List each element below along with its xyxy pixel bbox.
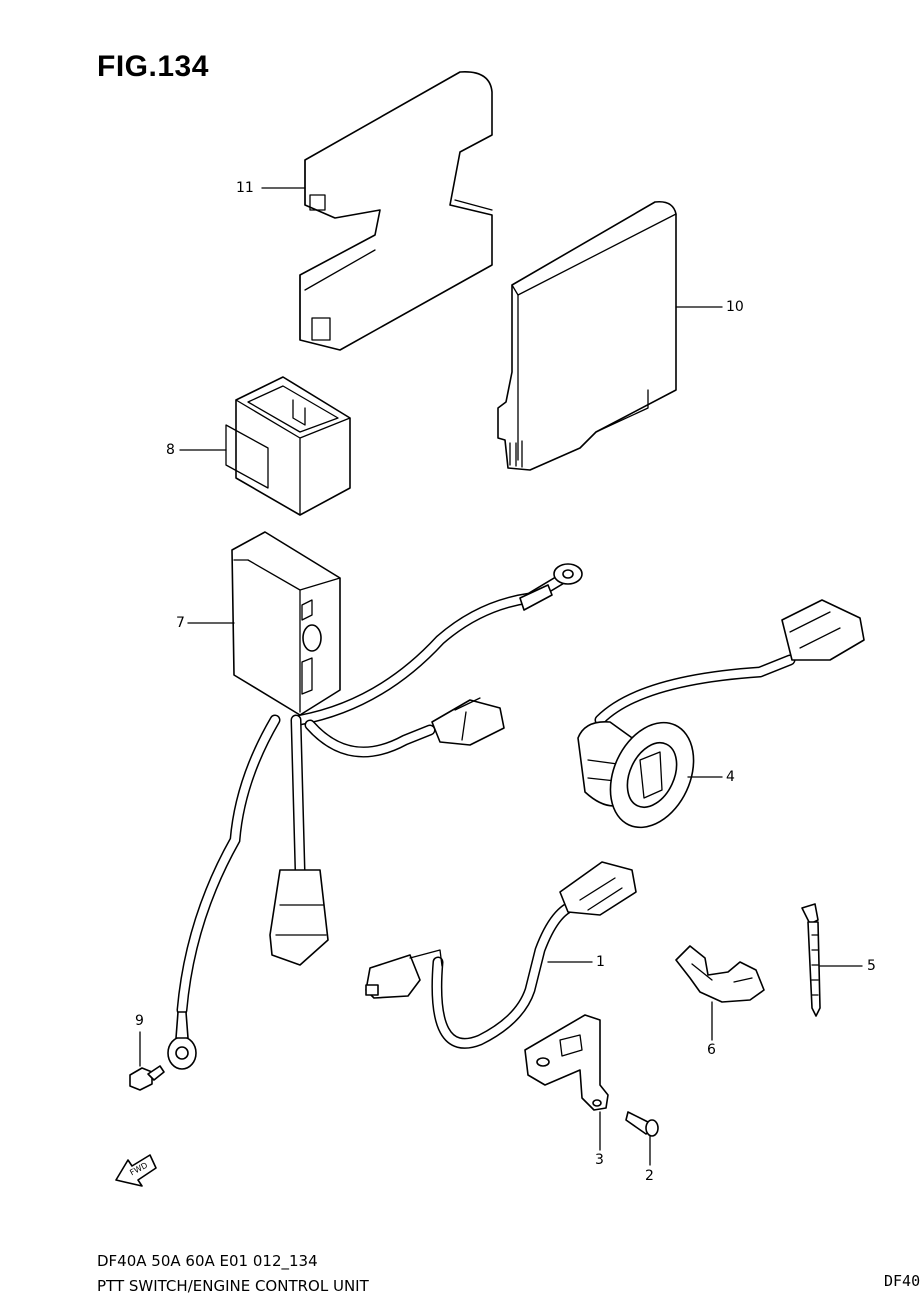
footer-code: DF40A 50A 60A E01 012_134 [97,1252,318,1270]
fwd-arrow-icon: FWD [115,1154,157,1187]
part-4-ptt-switch[interactable] [577,599,865,841]
callout-5: 5 [867,958,876,974]
callout-8: 8 [166,442,175,458]
callout-2: 2 [645,1168,654,1184]
part-3-bracket[interactable] [524,1014,609,1111]
part-2-screw[interactable] [625,1111,659,1137]
part-1-sensor[interactable] [365,861,637,1049]
part-11-cover[interactable] [299,71,493,351]
part-6-clamp[interactable] [675,945,765,1003]
part-8-connector[interactable] [225,376,351,516]
callout-6: 6 [707,1042,716,1058]
callout-3: 3 [595,1152,604,1168]
part-9-bolt[interactable] [129,1065,165,1091]
figure-title: FIG.134 [97,50,209,83]
part-7-harness[interactable] [167,531,583,1070]
footer-title: PTT SWITCH/ENGINE CONTROL UNIT [97,1277,369,1295]
callout-4: 4 [726,769,735,785]
model-tag: DF40 [884,1272,921,1290]
callout-9: 9 [135,1013,144,1029]
callout-10: 10 [726,299,744,315]
callout-11: 11 [236,180,254,196]
part-5-cable-tie[interactable] [801,903,821,1017]
callout-7: 7 [176,615,185,631]
part-10-ecu[interactable] [497,200,677,471]
callout-1: 1 [596,954,605,970]
